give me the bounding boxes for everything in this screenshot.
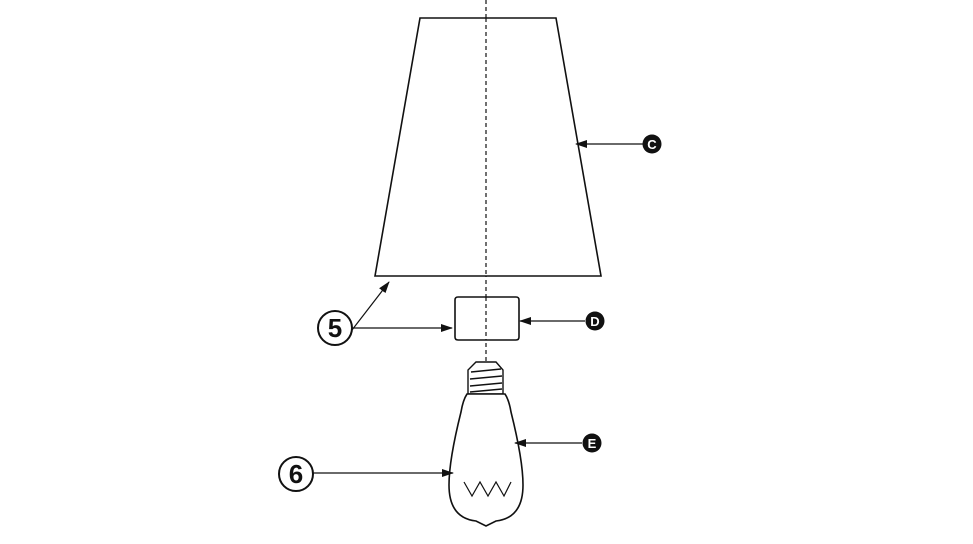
- callout-step-6: 6: [278, 456, 454, 492]
- part-label-d: D: [519, 311, 605, 331]
- zigzag-filament-icon: [463, 480, 512, 498]
- part-label-c: C: [575, 134, 662, 154]
- bulb-glass: [448, 393, 524, 527]
- callout-step-5: 5: [317, 281, 453, 346]
- leader-arrow-to-shade: [351, 281, 390, 331]
- bulb-screw-base: [467, 361, 504, 395]
- edison-bulb: [448, 361, 524, 527]
- shade-ring: [454, 296, 520, 341]
- callout-step-5-label: 5: [328, 313, 342, 343]
- part-label-d-text: D: [590, 314, 599, 329]
- part-label-e: E: [514, 433, 602, 453]
- part-label-c-text: C: [647, 137, 657, 152]
- callout-step-6-label: 6: [289, 459, 303, 489]
- part-label-e-text: E: [588, 436, 597, 451]
- lamp-shade: [374, 17, 602, 277]
